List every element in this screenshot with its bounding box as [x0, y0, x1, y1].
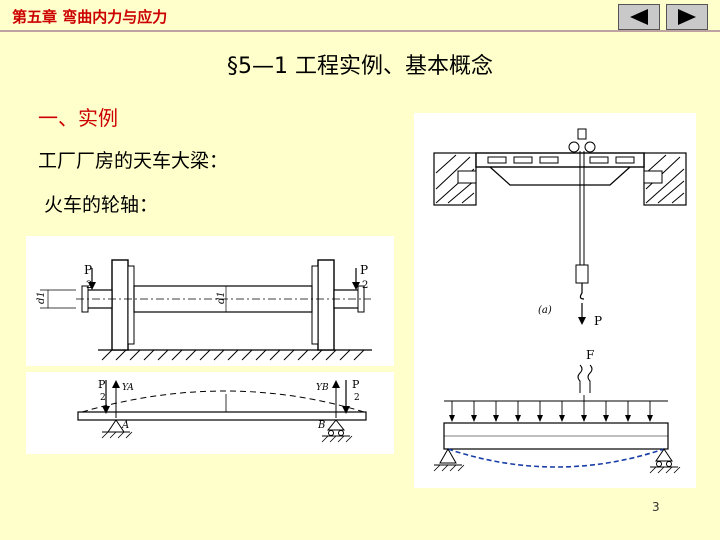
axle-load-right-p: P [360, 263, 368, 277]
section-heading: 一、实例 [38, 106, 118, 130]
page-number: 3 [652, 500, 660, 514]
beam-load-f-label: F [586, 348, 594, 362]
hook-load-label: P [594, 314, 602, 328]
prev-slide-button[interactable] [618, 4, 660, 30]
crane-figure: (a) P F [414, 113, 696, 488]
reaction-ya-label: YA [122, 383, 134, 393]
chapter-title: 第五章 弯曲内力与应力 [12, 8, 168, 26]
slide-title: §5—1 工程实例、基本概念 [227, 54, 493, 79]
axle-load-right-2: 2 [362, 280, 368, 291]
beam-load-right-p: P [352, 378, 360, 391]
crane-caption: (a) [538, 305, 552, 316]
reaction-yb-label: YB [316, 383, 329, 393]
support-a-label: A [121, 420, 129, 431]
triangle-right-icon [678, 9, 696, 25]
axle-load-left-2: 2 [86, 280, 92, 291]
triangle-left-icon [630, 9, 648, 25]
beam-load-left-p: P [98, 378, 106, 391]
header-divider [0, 30, 720, 32]
axle-load-left-p: P [84, 263, 92, 277]
support-b-label: B [317, 420, 325, 431]
axle-figure: P 2 P 2 d1 d1 [26, 236, 394, 366]
beam-load-right-2: 2 [354, 393, 360, 403]
axle-d1-label: d1 [36, 291, 47, 304]
example-axle-text: 火车的轮轴： [44, 194, 159, 216]
example-crane-text: 工厂厂房的天车大梁： [38, 150, 229, 172]
axle-d-label: d1 [216, 291, 227, 304]
beam-load-left-2: 2 [100, 393, 106, 403]
next-slide-button[interactable] [666, 4, 708, 30]
beam-model-figure: P 2 YA A YB B P 2 [26, 372, 394, 454]
